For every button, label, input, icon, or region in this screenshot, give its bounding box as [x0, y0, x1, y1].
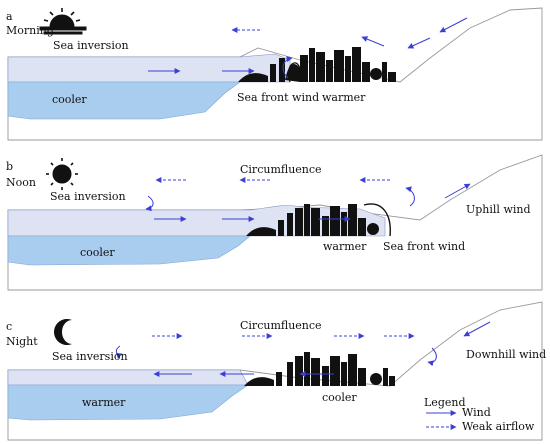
sea-water [7, 235, 251, 266]
time-label: Morning [6, 24, 54, 37]
panel-letter: c [6, 320, 12, 333]
sea-inversion-label: Sea inversion [50, 190, 126, 203]
legend: Legend Wind Weak airflow [424, 396, 535, 433]
time-label: Night [6, 335, 38, 348]
city-temperature-label: warmer [322, 91, 366, 104]
legend-title: Legend [424, 396, 466, 409]
legend-weak-airflow-label: Weak airflow [462, 420, 535, 433]
wind-arrows-noon [145, 177, 471, 222]
downslope-arrow-1 [439, 17, 468, 33]
sea-inversion-label: Sea inversion [52, 350, 128, 363]
sea-inversion-label: Sea inversion [53, 39, 129, 52]
sea-inversion-layer [7, 369, 249, 386]
moon-icon [54, 319, 72, 345]
city-skyline [246, 203, 391, 237]
city-skyline [244, 352, 395, 386]
panel-night: c Night Circumfluence Sea inversion warm… [6, 301, 546, 441]
slope-wind-label: Downhill wind [466, 348, 546, 361]
wind-arrows-night [115, 321, 491, 377]
sea-front-wind-label: Sea front wind [383, 240, 465, 253]
city-temperature-label: warmer [323, 240, 367, 253]
curl-arrow [427, 347, 437, 367]
wind-arrows-morning [148, 17, 468, 79]
legend-wind-label: Wind [462, 406, 491, 419]
sea-temperature-label: cooler [80, 246, 115, 259]
sea-temperature-label: cooler [52, 93, 87, 106]
curl-arrow [282, 56, 293, 79]
city-skyline [238, 47, 396, 83]
time-label: Noon [6, 176, 36, 189]
slope-wind-label: Uphill wind [466, 203, 531, 216]
sea-water [7, 384, 249, 421]
panel-morning: a Morning Sea inversion cooler Sea front… [6, 7, 543, 141]
circumfluence-label: Circumfluence [240, 163, 322, 176]
panel-letter: b [6, 160, 13, 173]
terrain-outline [7, 7, 543, 141]
sea-temperature-label: warmer [82, 396, 126, 409]
downslope-arrow-3 [361, 36, 385, 47]
sea-front-wind-label: Sea front wind [237, 91, 319, 104]
curl-arrow [115, 345, 123, 359]
downslope-arrow-2 [407, 37, 431, 49]
panel-letter: a [6, 10, 13, 23]
circumfluence-label: Circumfluence [240, 319, 322, 332]
sun-icon [46, 158, 78, 190]
curl-arrow [145, 195, 154, 212]
curl-arrow [405, 186, 415, 207]
panel-noon: b Noon Circumfluence Sea inversion coole… [6, 154, 543, 291]
city-temperature-label: cooler [322, 391, 357, 404]
sea-water [7, 81, 241, 120]
sunrise-icon [39, 8, 87, 35]
